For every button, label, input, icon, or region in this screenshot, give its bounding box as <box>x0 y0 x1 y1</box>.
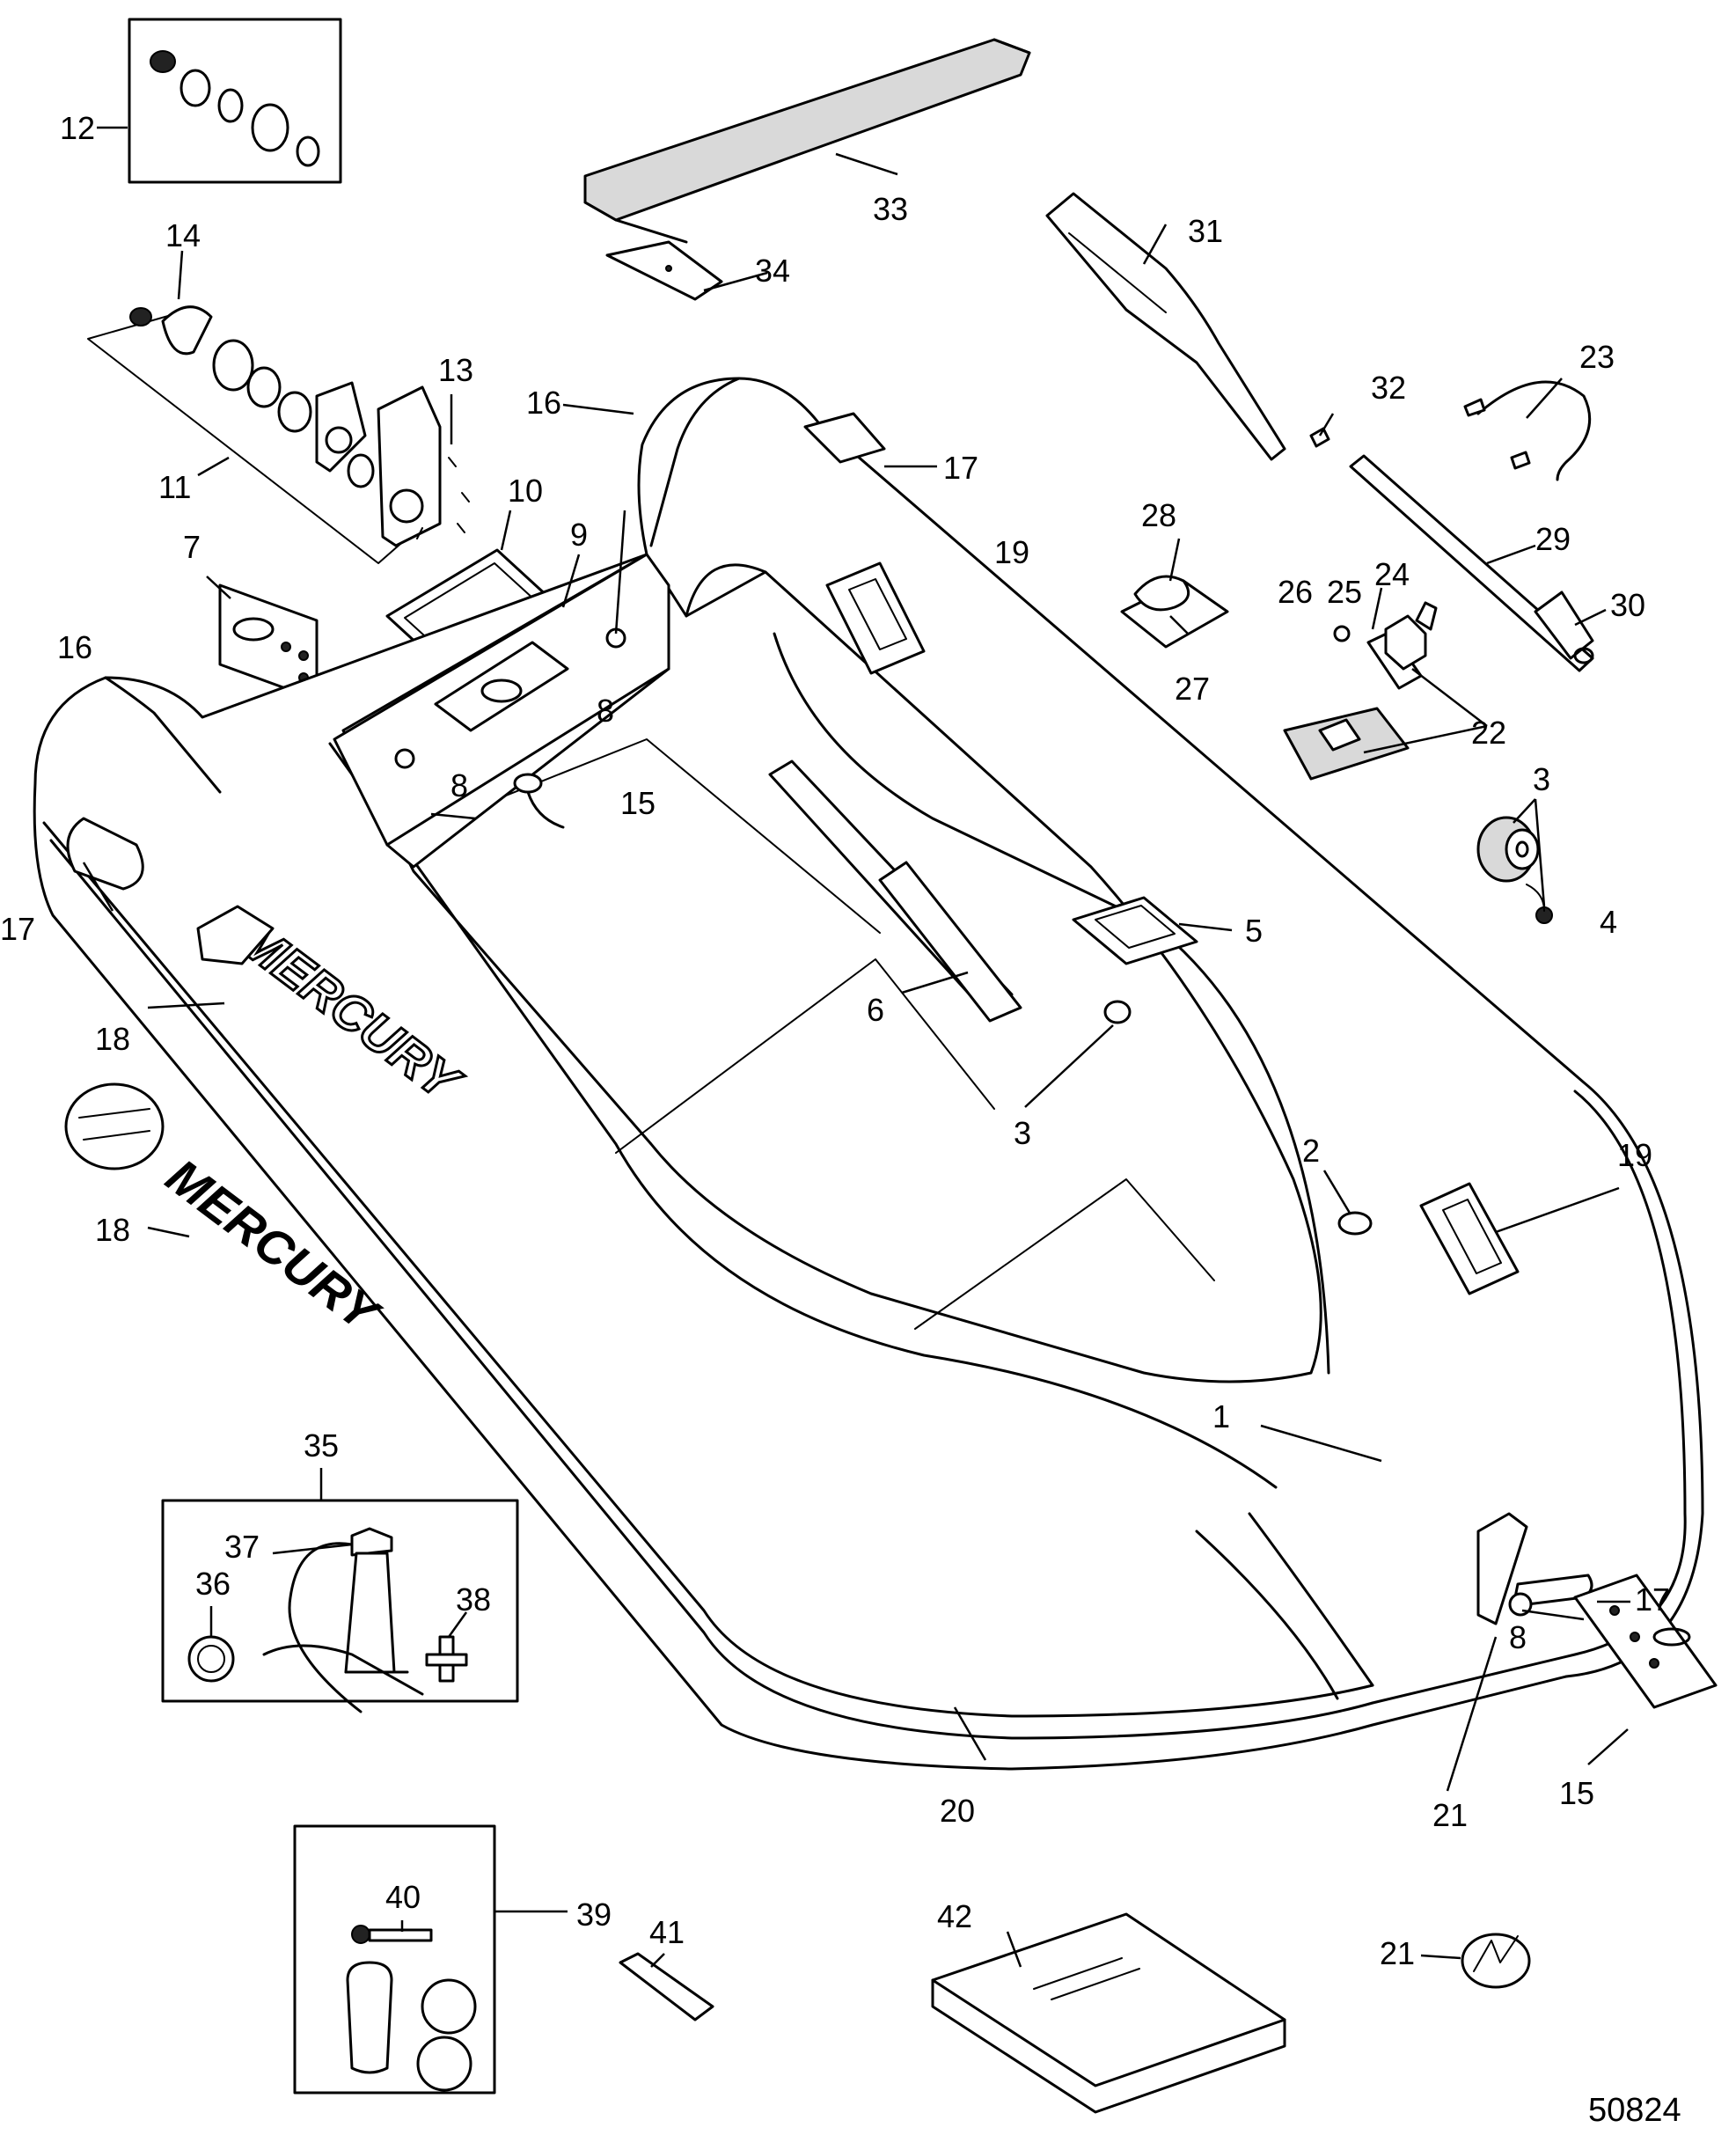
callout-25: 25 <box>1327 574 1362 610</box>
storage-bag-42 <box>931 1912 1286 2114</box>
callout-18b: 18 <box>95 1212 130 1248</box>
callout-8b: 8 <box>450 767 468 803</box>
boat-hull-1: MERCURY <box>33 377 1704 1771</box>
callout-39: 39 <box>576 1897 612 1933</box>
d-ring-plate-set-15 <box>1508 1574 1718 1709</box>
callout-28: 28 <box>1141 497 1176 533</box>
callout-32: 32 <box>1371 370 1406 406</box>
safety-lanyard-23 <box>1463 380 1592 481</box>
callout-34: 34 <box>755 253 790 289</box>
callout-3b: 3 <box>1014 1115 1031 1151</box>
callout-31: 31 <box>1188 213 1223 249</box>
callout-27: 27 <box>1175 671 1210 707</box>
oar-clip-32 <box>1309 427 1330 448</box>
pump-kit-35 <box>161 1499 519 1713</box>
callout-5: 5 <box>1245 913 1263 949</box>
oar-31 <box>1045 192 1286 461</box>
callout-9: 9 <box>570 517 588 553</box>
callout-21a: 21 <box>1432 1797 1468 1833</box>
callout-14: 14 <box>165 217 201 253</box>
valve-o-ring-kit-12 <box>128 18 342 184</box>
callout-8a: 8 <box>597 693 614 729</box>
callout-40: 40 <box>385 1879 421 1915</box>
callout-17b: 17 <box>0 911 35 947</box>
callout-30: 30 <box>1610 587 1645 623</box>
callout-1: 1 <box>1212 1398 1230 1434</box>
callout-2: 2 <box>1302 1133 1320 1169</box>
seat-bracket-34 <box>605 240 723 301</box>
callout-4: 4 <box>1600 904 1617 940</box>
callout-16b: 16 <box>526 385 561 421</box>
callout-24: 24 <box>1374 556 1410 592</box>
callout-10: 10 <box>508 473 543 509</box>
callout-19a: 19 <box>994 534 1029 570</box>
callout-35: 35 <box>304 1427 339 1464</box>
callout-13: 13 <box>438 352 473 388</box>
callout-29: 29 <box>1535 521 1571 557</box>
callout-21b: 21 <box>1380 1935 1415 1971</box>
callout-7: 7 <box>183 529 201 565</box>
callout-17c: 17 <box>1635 1581 1670 1618</box>
callout-38: 38 <box>456 1581 491 1618</box>
oar-shaft-29 <box>1349 454 1594 672</box>
cleat-28 <box>1120 575 1229 649</box>
valve-assembly-11 <box>87 305 470 564</box>
callout-17a: 17 <box>943 450 978 486</box>
callout-36: 36 <box>195 1566 231 1602</box>
adhesive-tube-41 <box>619 1952 714 2021</box>
repair-kit-39 <box>293 1824 496 2095</box>
callout-labels: 12 14 13 11 7 10 9 16 16 17 17 17 33 34 … <box>0 110 1681 2129</box>
callout-18a: 18 <box>95 1021 130 1057</box>
seat-33 <box>583 38 1031 244</box>
callout-41: 41 <box>649 1914 685 1950</box>
callout-20: 20 <box>940 1793 975 1829</box>
callout-16a: 16 <box>57 629 92 665</box>
callout-6: 6 <box>867 992 884 1028</box>
callout-15a: 15 <box>620 785 656 821</box>
logo-badge-21 <box>1461 1933 1531 1989</box>
callout-37: 37 <box>224 1529 260 1565</box>
figure-number: 50824 <box>1588 2092 1681 2129</box>
callout-12: 12 <box>60 110 95 146</box>
callout-3a: 3 <box>1533 761 1550 797</box>
callout-22: 22 <box>1471 715 1506 751</box>
callout-33: 33 <box>873 191 908 227</box>
inflation-valve-3 <box>1476 816 1553 924</box>
callout-23: 23 <box>1579 339 1615 375</box>
leader-lines <box>82 126 1630 1968</box>
callout-42: 42 <box>937 1898 972 1934</box>
callout-19b: 19 <box>1617 1137 1652 1173</box>
callout-8c: 8 <box>1509 1619 1527 1655</box>
callout-15b: 15 <box>1559 1775 1594 1811</box>
callout-26: 26 <box>1278 574 1313 610</box>
oarlock-assembly-22 <box>1283 601 1438 781</box>
callout-11: 11 <box>158 469 191 505</box>
